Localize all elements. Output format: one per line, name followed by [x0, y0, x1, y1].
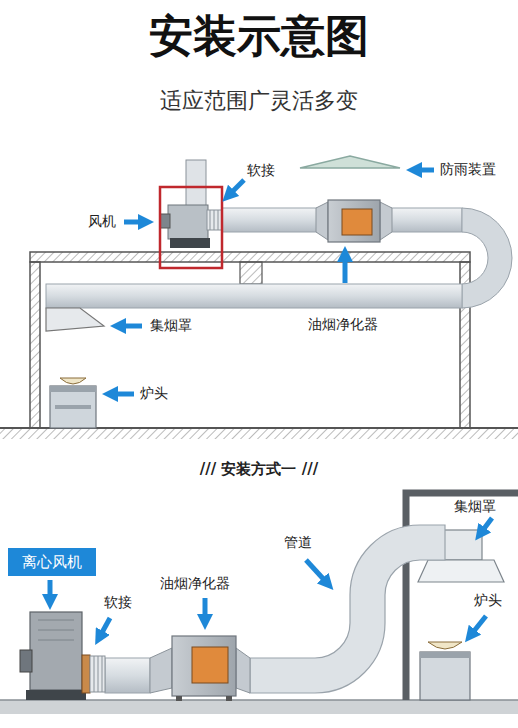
callout-arrow — [470, 616, 486, 636]
purifier-bottom — [236, 648, 250, 693]
hood-bottom — [440, 530, 482, 560]
stove-top — [55, 405, 91, 409]
callout-arrow — [343, 254, 348, 283]
building-section — [0, 429, 518, 439]
fan-top — [160, 160, 222, 268]
duct-bottom — [105, 525, 445, 693]
callout-arrow — [110, 170, 434, 394]
label-box: 离心风机 — [8, 548, 96, 576]
centrifugal-fan — [94, 656, 102, 692]
part-label: 风机 — [88, 213, 116, 230]
fan-top — [168, 205, 208, 239]
rain-cover — [300, 156, 400, 168]
purifier-top — [316, 202, 328, 240]
floor — [0, 700, 518, 714]
purifier-bottom — [192, 647, 228, 683]
stove-top — [50, 378, 96, 428]
purifier-bottom — [150, 648, 172, 693]
callout-arrow — [50, 518, 492, 638]
building-wall — [406, 493, 518, 700]
part-label: 软接 — [104, 594, 132, 611]
part-label: 炉头 — [140, 385, 168, 402]
duct-top — [46, 208, 512, 308]
part-label: 集烟罩 — [454, 498, 496, 515]
purifier-top — [342, 209, 372, 235]
centrifugal-fan — [38, 620, 74, 640]
part-label: 防雨装置 — [440, 161, 496, 178]
building-section — [0, 252, 518, 439]
purifier-bottom — [176, 696, 182, 701]
fan-top — [186, 160, 206, 206]
stove-bottom — [420, 642, 470, 700]
duct-top — [46, 284, 462, 308]
callout-arrow — [110, 392, 134, 397]
page-title: 安装示意图 — [0, 10, 518, 63]
building-wall — [406, 493, 518, 700]
stove-bottom — [428, 642, 462, 649]
centrifugal-fan — [20, 650, 32, 672]
callout-arrow — [118, 324, 142, 329]
purifier-top — [380, 202, 392, 240]
purifier-bottom — [150, 636, 250, 701]
purifier-bottom — [172, 636, 236, 696]
box-text: 离心风机 — [22, 553, 82, 571]
fan-top — [210, 210, 218, 230]
building-section — [30, 262, 40, 428]
part-label: 油烟净化器 — [308, 316, 378, 333]
fan-top — [207, 210, 222, 230]
building-section — [30, 252, 470, 262]
centrifugal-fan — [26, 690, 86, 700]
stove-bottom — [420, 652, 470, 658]
stove-top — [50, 386, 96, 428]
building-section — [240, 262, 262, 284]
fan-top — [160, 187, 222, 268]
part-label: 油烟净化器 — [160, 575, 230, 592]
callout-arrow — [99, 618, 110, 638]
callout-arrow — [124, 220, 146, 225]
hood-top — [46, 308, 104, 331]
fan-top — [170, 238, 210, 248]
callout-arrow — [480, 518, 492, 534]
centrifugal-fan — [90, 656, 105, 692]
centrifugal-fan — [20, 612, 105, 700]
purifier-top — [316, 200, 392, 242]
part-label: 软接 — [247, 162, 275, 179]
callout-arrow — [203, 598, 208, 622]
callout-arrow — [48, 580, 53, 602]
floor — [0, 700, 518, 714]
centrifugal-fan — [82, 655, 90, 693]
purifier-top — [328, 200, 380, 242]
stove-top — [50, 386, 96, 392]
callout-arrow — [414, 168, 434, 173]
duct-bottom — [250, 525, 445, 693]
stove-top — [60, 378, 86, 384]
purifier-bottom — [226, 696, 232, 701]
part-label: 炉头 — [474, 592, 502, 609]
part-label: 管道 — [284, 534, 312, 551]
rain-cover — [300, 156, 400, 168]
stove-bottom — [420, 652, 470, 700]
fan-top — [160, 214, 170, 228]
centrifugal-fan — [30, 612, 82, 690]
part-label: 集烟罩 — [150, 317, 192, 334]
subtitle: 适应范围广灵活多变 — [0, 88, 518, 114]
callout-arrow — [306, 560, 328, 584]
hood-bottom — [418, 560, 504, 582]
duct-bottom — [105, 658, 150, 693]
section-heading: /// 安装方式一 /// — [0, 460, 518, 478]
duct-top — [462, 208, 512, 308]
callout-arrow — [228, 180, 244, 196]
hood-top — [46, 308, 104, 331]
